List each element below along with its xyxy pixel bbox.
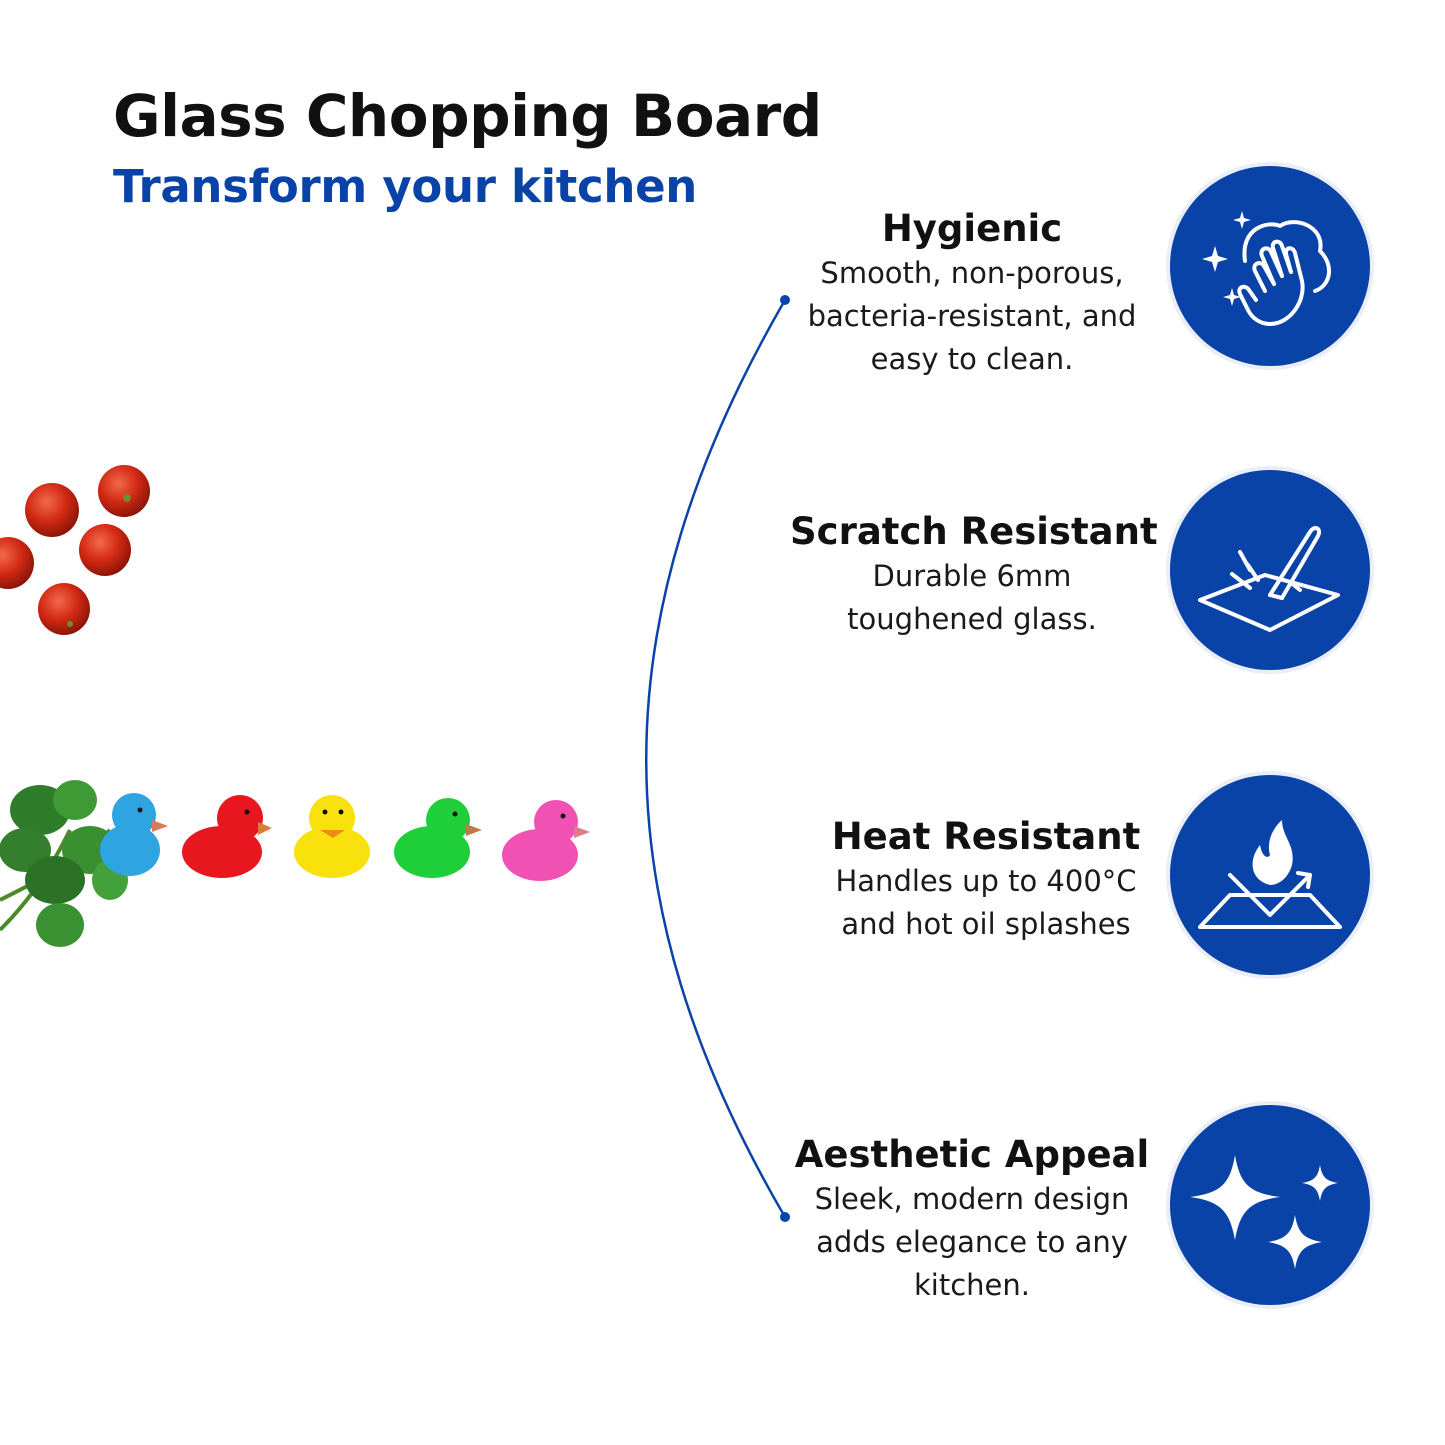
hand-wipe-sparkle-icon [1170,166,1370,366]
feature-description: Durable 6mm toughened glass. [847,559,1097,636]
tomatoes-image [0,465,150,635]
feature-aesthetic-appeal: Aesthetic Appeal Sleek, modern design ad… [790,1132,1154,1307]
arc-dot-top [780,295,790,305]
page-subtitle: Transform your kitchen [113,160,698,213]
feature-description: Sleek, modern design adds elegance to an… [814,1182,1130,1302]
feature-name: Hygienic [881,207,1063,250]
feature-name: Heat Resistant [831,815,1141,858]
arc-dot-bottom [780,1212,790,1222]
knife-cutting-surface-icon [1170,470,1370,670]
sparkles-icon [1170,1105,1370,1305]
feature-name: Aesthetic Appeal [794,1133,1150,1176]
page-title: Glass Chopping Board [113,82,822,150]
rubber-ducks-image [100,793,590,881]
feature-hygienic: Hygienic Smooth, non-porous, bacteria-re… [790,206,1154,381]
flame-surface-icon [1170,775,1370,975]
feature-name: Scratch Resistant [790,510,1158,553]
feature-scratch-resistant: Scratch Resistant Durable 6mm toughened … [790,509,1158,641]
product-illustration [0,465,590,947]
feature-description: Smooth, non-porous, bacteria-resistant, … [807,256,1137,376]
feature-description: Handles up to 400°C and hot oil splashes [835,864,1137,941]
feature-heat-resistant: Heat Resistant Handles up to 400°C and h… [804,814,1168,946]
connector-arc [645,295,790,1222]
